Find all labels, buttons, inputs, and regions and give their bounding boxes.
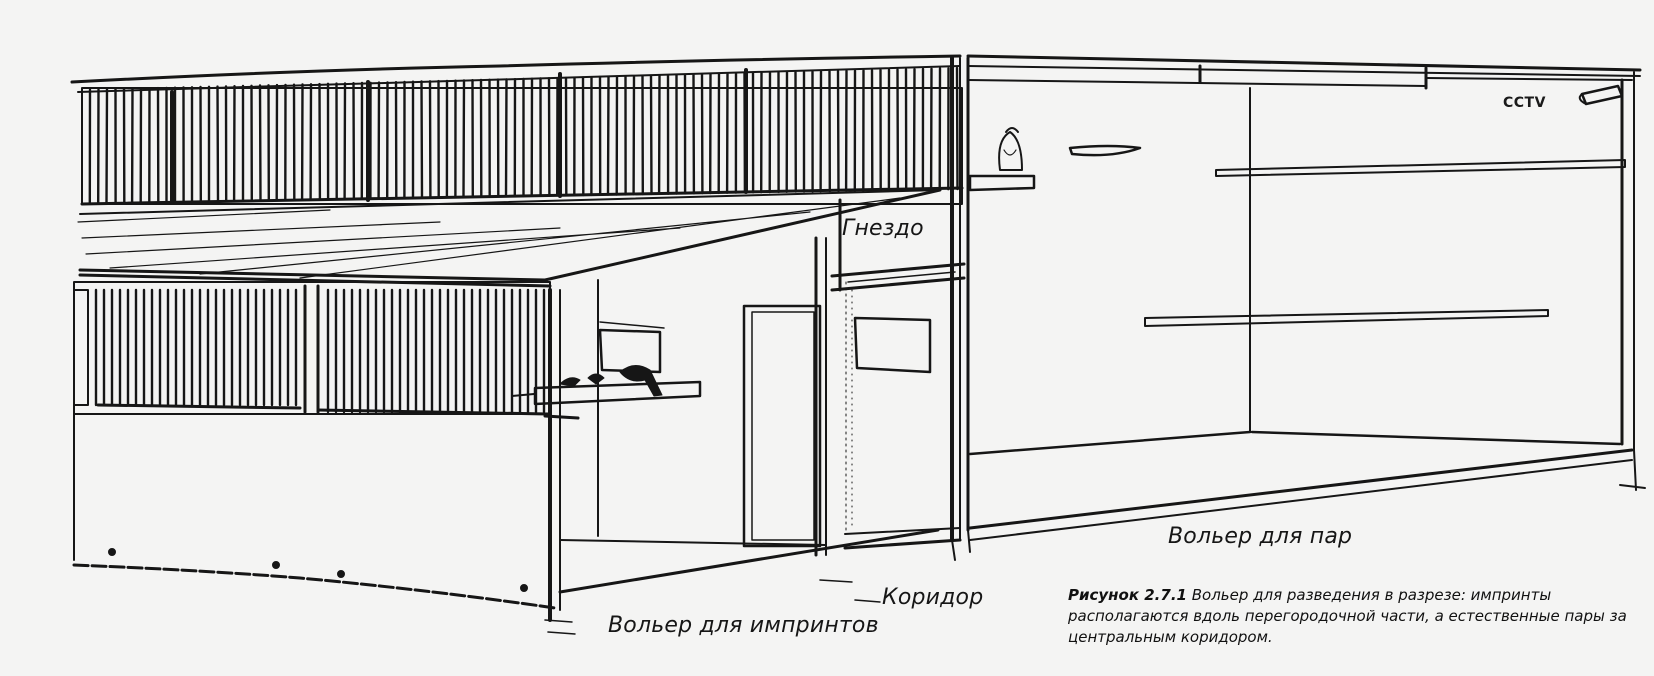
lower-plain-wall	[74, 414, 555, 608]
cctv-camera-icon	[1580, 86, 1622, 104]
corridor-label: Коридор	[882, 585, 983, 610]
upper-slat	[914, 69, 915, 190]
imprint-aviary-label: Вольер для импринтов	[608, 613, 879, 638]
upper-slat	[218, 87, 219, 201]
upper-slat	[651, 76, 652, 194]
upper-slat	[464, 81, 465, 197]
upper-slat	[107, 89, 108, 202]
upper-slat	[957, 68, 958, 189]
nest-label: Гнездо	[842, 216, 924, 241]
lower-slatted-wall	[74, 282, 578, 418]
upper-slat	[838, 71, 839, 191]
upper-slat	[260, 86, 261, 201]
corridor	[820, 200, 964, 602]
pair-aviary-label: Вольер для пар	[1168, 524, 1352, 549]
figure-number: Рисунок 2.7.1	[1068, 586, 1187, 604]
upper-slatted-wall	[72, 56, 962, 204]
central-partition	[952, 58, 970, 560]
upper-slat	[506, 79, 507, 196]
cctv-label: CCTV	[1503, 95, 1546, 111]
imprint-aviary	[512, 238, 938, 634]
upper-slat	[608, 77, 609, 195]
pair-aviary	[968, 56, 1645, 540]
figure-caption: Рисунок 2.7.1 Вольер для разведения в ра…	[1068, 585, 1646, 648]
upper-slat	[422, 82, 423, 198]
